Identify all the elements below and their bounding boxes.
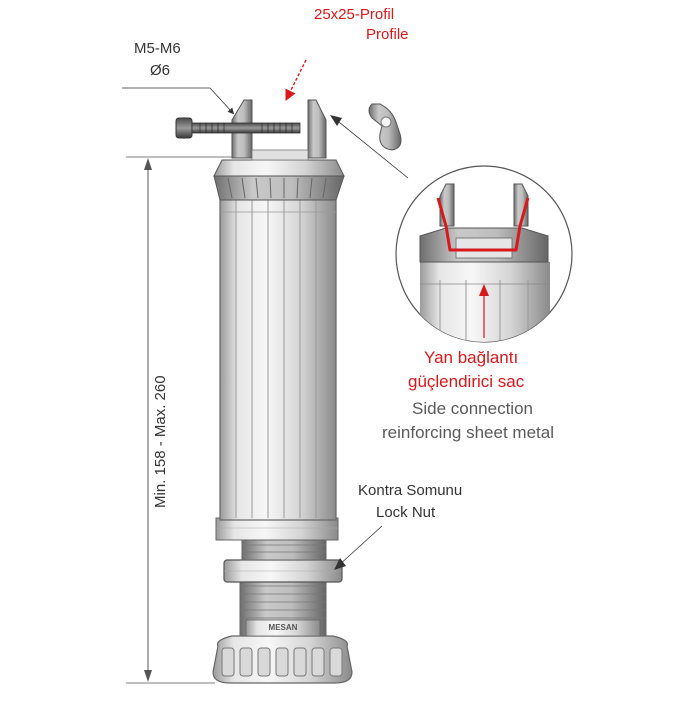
locknut-leader [334,525,383,570]
top-head [213,99,345,201]
side-connection-en-line2: reinforcing sheet metal [382,423,554,442]
bolt-leader [122,87,235,115]
profile-label-line2: Profile [366,26,409,43]
profile-arrow [285,59,307,102]
lower-thread [239,577,327,637]
height-range-label: Min. 158 - Max. 260 [152,375,169,508]
foot-base [212,635,353,684]
side-connection-en-line1: Side connection [412,399,533,418]
wing-nut-icon [368,103,402,151]
bolt-label-line1: M5-M6 [134,40,181,57]
upper-thread [215,517,339,561]
bolt [175,117,301,139]
zoom-leader [330,115,409,179]
lock-nut [223,559,343,583]
brand-label: MESAN [269,623,298,632]
side-connection-tr-line1: Yan bağlantı [424,348,519,367]
profile-label-line1: 25x25-Profil [314,6,395,23]
locknut-label-tr: Kontra Somunu [358,482,463,499]
bolt-label-line2: Ø6 [150,62,171,79]
locknut-label-en: Lock Nut [376,504,436,521]
detail-zoom-circle [395,165,573,343]
height-dimension [126,156,232,684]
leg-tube [219,197,337,521]
side-connection-tr-line2: güçlendirici sac [408,372,525,391]
